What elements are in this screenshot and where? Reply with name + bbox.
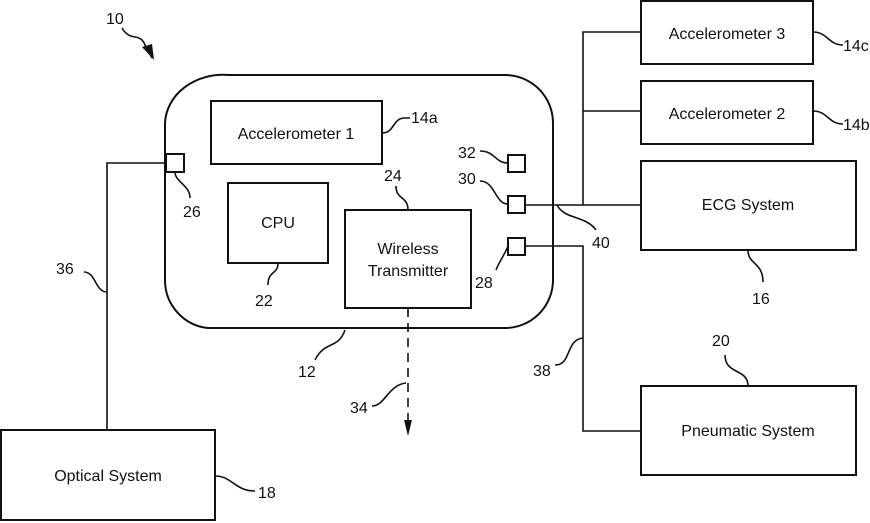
cpu-label: CPU xyxy=(261,215,295,232)
leader-14c xyxy=(813,32,843,45)
leader-10 xyxy=(122,28,152,58)
wireless-label-line2: Transmitter xyxy=(368,263,449,280)
accelerometer-bus xyxy=(583,32,641,205)
leader-36 xyxy=(84,272,107,292)
port-28 xyxy=(508,238,525,255)
ref-24: 24 xyxy=(384,168,402,185)
ref-38: 38 xyxy=(533,363,551,380)
leader-34 xyxy=(372,383,406,406)
ref-14a: 14a xyxy=(411,110,438,127)
leader-16 xyxy=(748,250,763,282)
ref-10: 10 xyxy=(106,11,124,28)
ref-32: 32 xyxy=(458,145,476,162)
port-30 xyxy=(508,196,525,213)
leader-14b xyxy=(813,111,843,124)
leader-12 xyxy=(315,330,345,360)
optical-connection-36 xyxy=(107,163,166,430)
ref-18: 18 xyxy=(258,485,276,502)
ref-30: 30 xyxy=(458,171,476,188)
ref-16: 16 xyxy=(752,291,770,308)
ref-20: 20 xyxy=(712,333,730,350)
ref-10-arrowhead xyxy=(142,44,154,60)
wireless-label-line1: Wireless xyxy=(377,241,438,258)
wireless-transmitter-block xyxy=(345,210,471,308)
pneumatic-system-label: Pneumatic System xyxy=(681,423,814,440)
ref-14b: 14b xyxy=(843,117,870,134)
leader-38 xyxy=(555,338,583,365)
ref-34: 34 xyxy=(350,400,368,417)
signal-arrowhead xyxy=(404,420,412,436)
ref-26: 26 xyxy=(183,204,201,221)
ref-14c: 14c xyxy=(843,38,869,55)
leader-20 xyxy=(725,355,748,386)
leader-40 xyxy=(557,205,596,230)
optical-system-label: Optical System xyxy=(54,468,162,485)
ref-28: 28 xyxy=(475,275,493,292)
accelerometer-3-label: Accelerometer 3 xyxy=(669,26,786,43)
ref-36: 36 xyxy=(56,261,74,278)
accelerometer-1-label: Accelerometer 1 xyxy=(238,126,355,143)
ref-12: 12 xyxy=(298,364,316,381)
port-26 xyxy=(166,154,184,172)
ref-40: 40 xyxy=(592,235,610,252)
accelerometer-2-label: Accelerometer 2 xyxy=(669,106,786,123)
ref-22: 22 xyxy=(255,293,273,310)
leader-18 xyxy=(215,476,255,491)
port-32 xyxy=(508,155,525,172)
ecg-system-label: ECG System xyxy=(702,197,794,214)
